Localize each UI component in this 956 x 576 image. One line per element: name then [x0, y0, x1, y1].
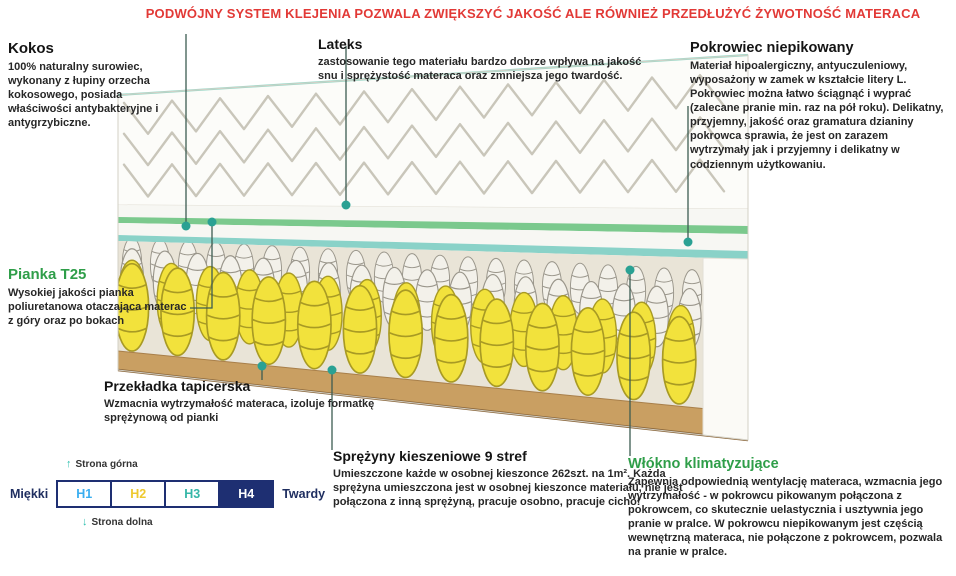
- hard-label: Twardy: [282, 487, 326, 501]
- cover-end-face: [702, 257, 749, 441]
- callout-pokrowiec-body: Materiał hipoalergiczny, antyuczuleniowy…: [690, 60, 944, 171]
- callout-sprezyny-body: Umieszczone każde w osobnej kieszonce 26…: [333, 468, 683, 509]
- callout-pianka-body: Wysokiej jakości pianka poliuretanowa ot…: [8, 287, 187, 328]
- zigzag-pattern: [122, 74, 726, 198]
- hardness-row: Miękki H1 H2 H3 H4 Twardy: [10, 480, 330, 508]
- callout-pokrowiec-title: Pokrowiec niepikowany: [690, 40, 854, 56]
- callout-connectors: [181, 34, 693, 456]
- callout-kokos-title: Kokos: [8, 40, 54, 57]
- callout-kokos: Kokos 100% naturalny surowiec, wykonany …: [8, 40, 180, 130]
- mattress: [117, 53, 749, 442]
- callout-przekladka-title: Przekładka tapicerska: [104, 378, 251, 394]
- hardness-h3: H3: [166, 482, 221, 506]
- insulator-layer: [118, 223, 748, 251]
- bottom-side-text: Strona dolna: [91, 517, 153, 528]
- callout-kokos-body: 100% naturalny surowiec, wykonany z łupi…: [8, 61, 159, 130]
- soft-label: Miękki: [10, 487, 49, 501]
- top-side-label: ↑Strona górna: [66, 458, 330, 470]
- hardness-h1: H1: [58, 482, 113, 506]
- hardness-boxes: H1 H2 H3 H4: [56, 480, 275, 508]
- callout-wlokno: Włókno klimatyzujące Zapewnia odpowiedni…: [628, 456, 952, 559]
- page-title: PODWÓJNY SYSTEM KLEJENIA POZWALA ZWIĘKSZ…: [145, 6, 921, 21]
- hardness-h4: H4: [220, 482, 273, 506]
- bottom-side-label: ↓Strona dolna: [82, 516, 330, 528]
- hardness-h2: H2: [112, 482, 167, 506]
- top-side-text: Strona górna: [75, 459, 138, 470]
- hardness-scale: ↑Strona górna Miękki H1 H2 H3 H4 Twardy …: [10, 458, 330, 528]
- mattress-outline: [117, 54, 749, 441]
- arrow-down-icon: ↓: [82, 516, 88, 528]
- callout-lateks-body: zastosowanie tego materiału bardzo dobrz…: [318, 56, 642, 83]
- latex-layer: [118, 217, 748, 234]
- coconut-layer: [118, 205, 748, 226]
- callout-pianka: Pianka T25 Wysokiej jakości pianka poliu…: [8, 266, 188, 328]
- callout-wlokno-title: Włókno klimatyzujące: [628, 456, 779, 472]
- callout-wlokno-body: Zapewnia odpowiednią wentylację materaca…: [628, 476, 943, 559]
- climate-fiber-layer: [118, 235, 748, 259]
- callout-lateks-title: Lateks: [318, 36, 363, 52]
- callout-przekladka-body: Wzmacnia wytrzymałość materaca, izoluje …: [104, 398, 375, 425]
- arrow-up-icon: ↑: [66, 458, 72, 470]
- callout-sprezyny-title: Sprężyny kieszeniowe 9 stref: [333, 448, 527, 464]
- callout-lateks: Lateks zastosowanie tego materiału bardz…: [318, 36, 663, 83]
- callout-pokrowiec: Pokrowiec niepikowany Materiał hipoalerg…: [690, 40, 950, 172]
- callout-przekladka: Przekładka tapicerska Wzmacnia wytrzymał…: [104, 378, 404, 425]
- callout-pianka-title: Pianka T25: [8, 266, 87, 283]
- callout-sprezyny: Sprężyny kieszeniowe 9 stref Umieszczone…: [333, 448, 683, 509]
